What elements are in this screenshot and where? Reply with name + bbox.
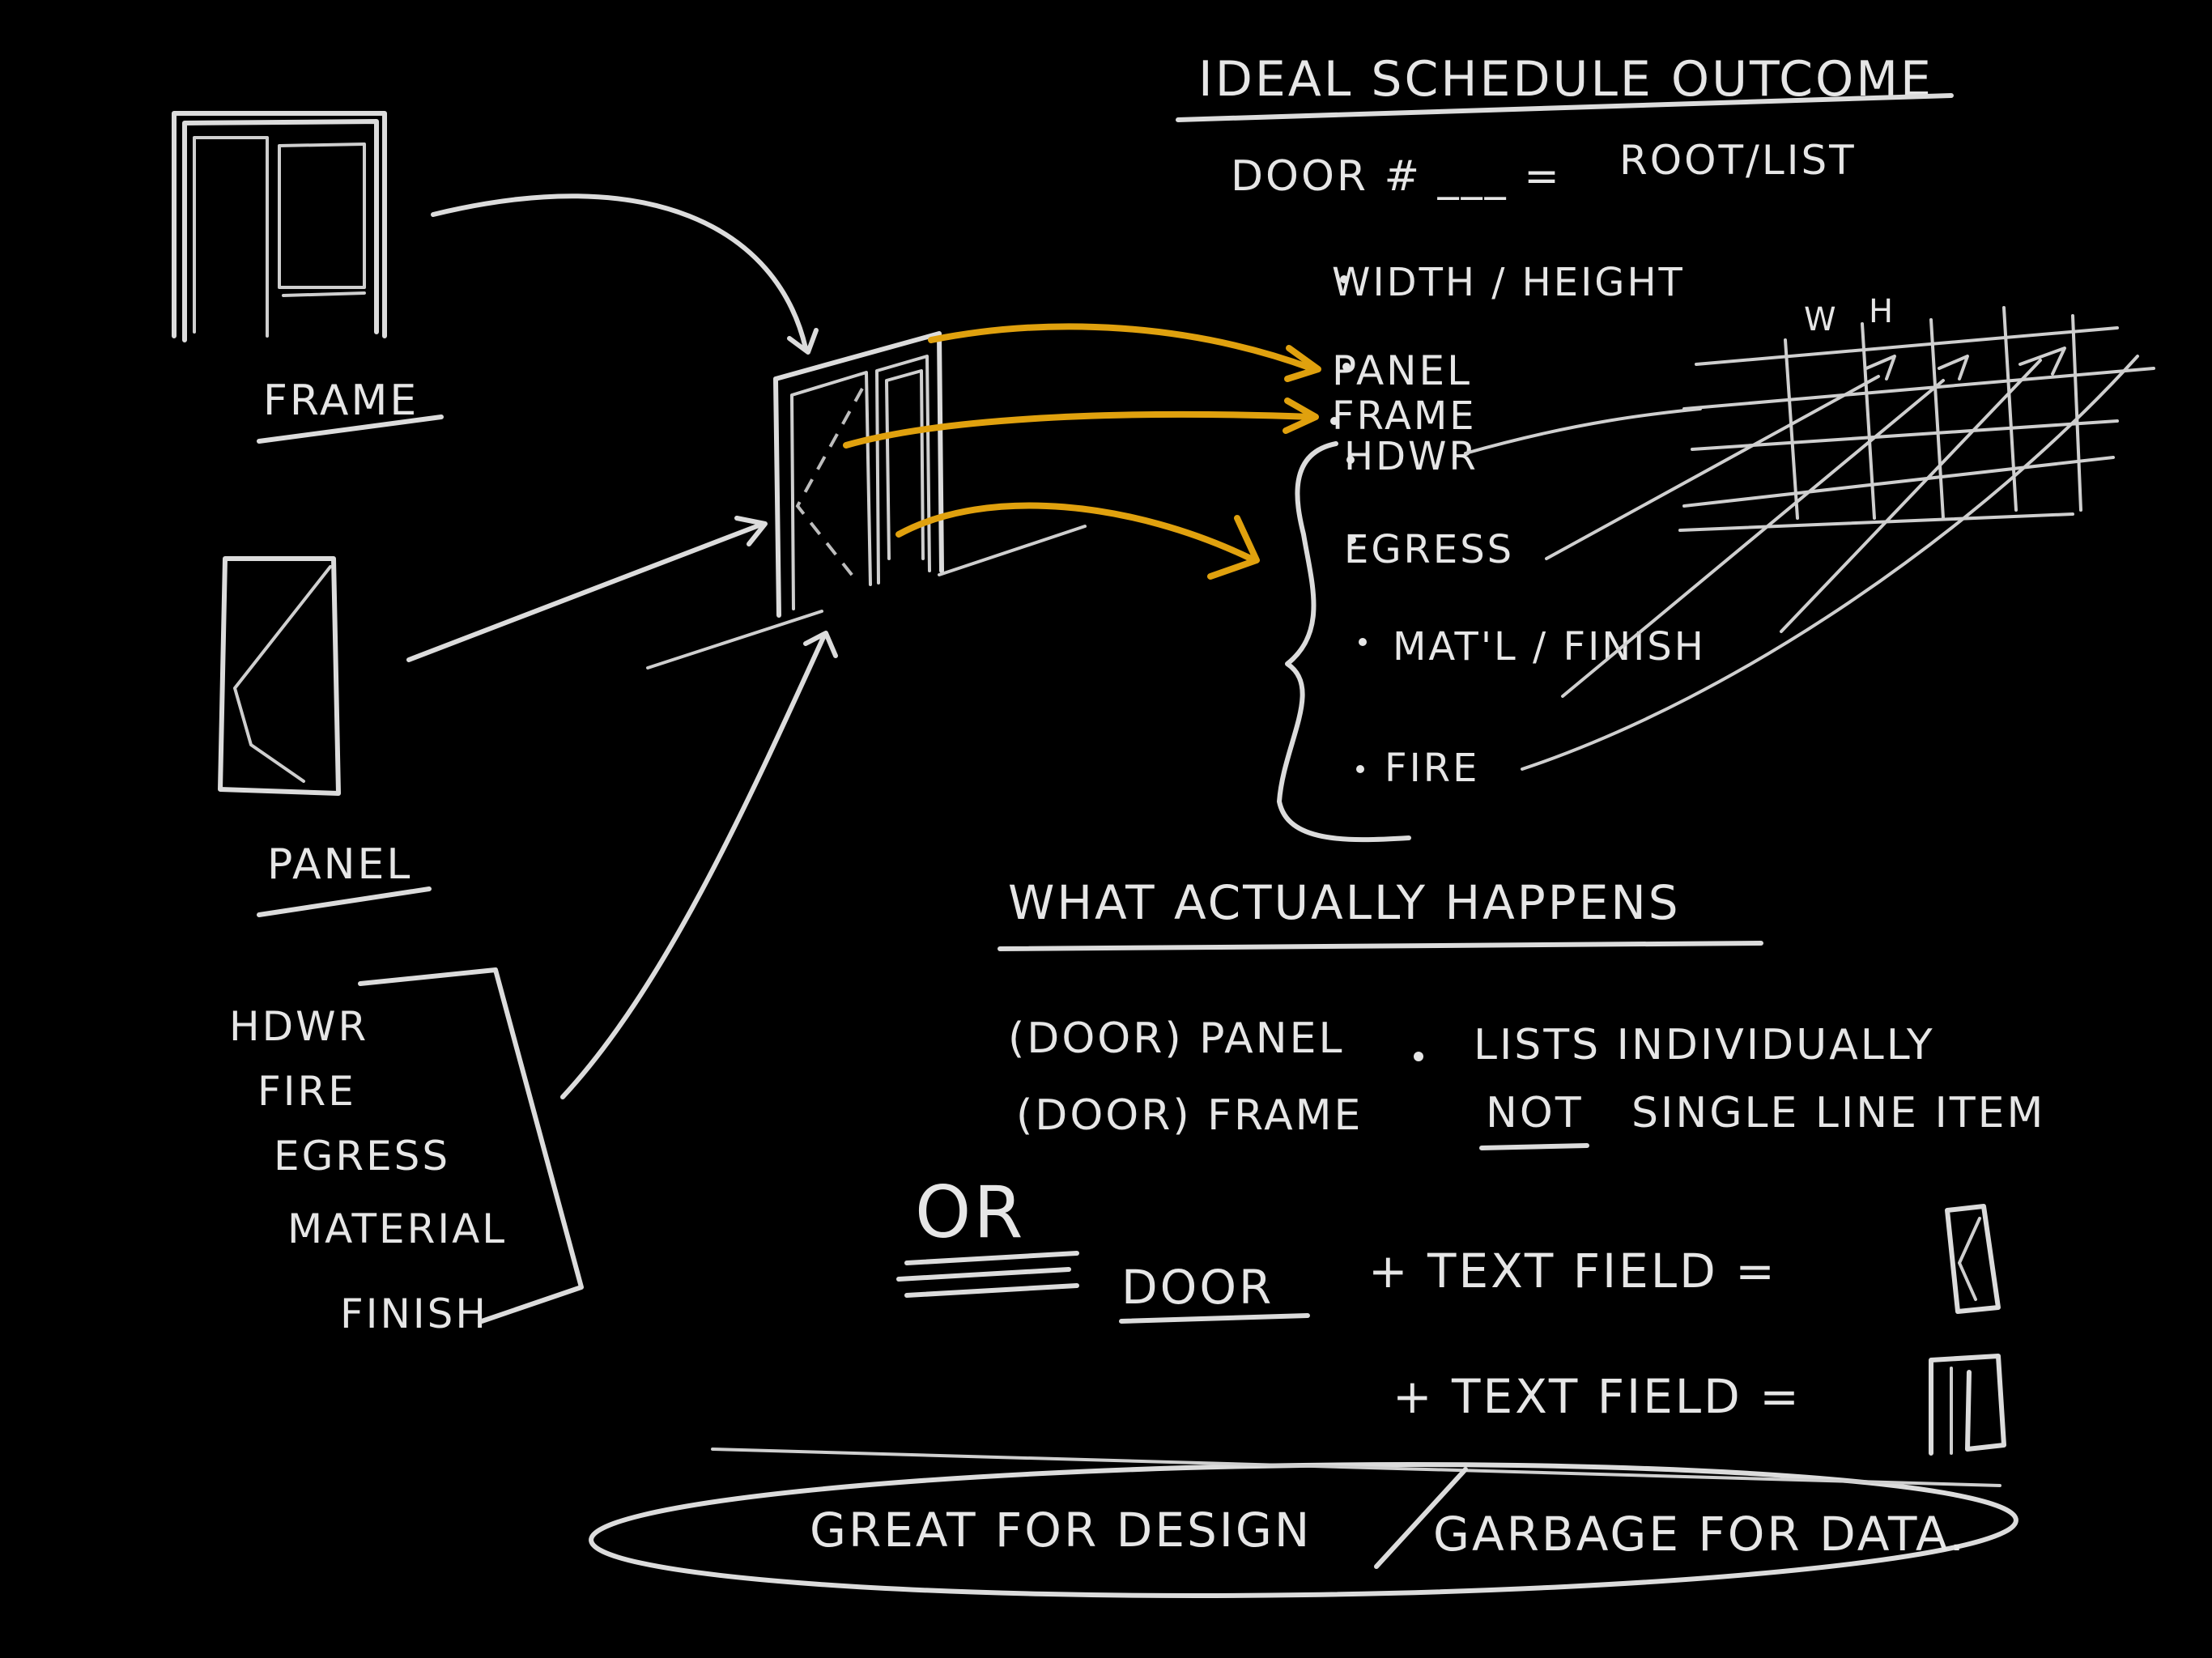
frame-label: FRAME — [263, 376, 419, 425]
frame-result-icon — [1931, 1356, 2004, 1453]
door-number-line: DOOR # ___ = — [1231, 152, 1562, 201]
ideal-item-hdwr: HDWR — [1344, 434, 1478, 479]
list-item-fire: FIRE — [257, 1068, 356, 1115]
text-field-line-2: + TEXT FIELD = — [1393, 1369, 1802, 1424]
actual-line1-right: LISTS INDIVIDUALLY — [1474, 1021, 1935, 1069]
footer-callout: GREAT FOR DESIGN GARBAGE FOR DATA. — [590, 1449, 2017, 1605]
or-label: OR — [915, 1171, 1025, 1254]
actual-line2-not: NOT — [1486, 1089, 1584, 1137]
list-item-egress: EGRESS — [274, 1133, 450, 1180]
actual-title: WHAT ACTUALLY HAPPENS — [1008, 875, 1681, 930]
panel-sketch-icon — [220, 559, 338, 793]
ideal-item-frame: FRAME — [1332, 393, 1477, 439]
grid-header-h: H — [1869, 293, 1895, 330]
ideal-item-matl-finish: MAT'L / FINISH — [1393, 624, 1706, 670]
grid-header-w: W — [1804, 301, 1839, 338]
actual-line2-left: (DOOR) FRAME — [1016, 1091, 1363, 1140]
attribute-list: HDWR FIRE EGRESS MATERIAL FINISH — [229, 970, 581, 1337]
ideal-item-panel: PANEL — [1332, 347, 1472, 394]
schedule-grid: W H — [1465, 293, 2154, 769]
door-sketch-icon — [648, 334, 1085, 668]
list-item-hdwr: HDWR — [229, 1003, 368, 1050]
panel-label: PANEL — [267, 840, 412, 889]
root-list-label: ROOT/LIST — [1619, 137, 1857, 184]
frame-sketch-icon — [174, 113, 385, 340]
list-item-material: MATERIAL — [287, 1205, 507, 1252]
text-field-line-1: + TEXT FIELD = — [1368, 1244, 1777, 1299]
ideal-item-width-height: WIDTH / HEIGHT — [1332, 260, 1685, 305]
ideal-item-list: WIDTH / HEIGHT PANEL FRAME HDWR EGRESS M… — [1279, 260, 1706, 840]
ideal-item-egress: EGRESS — [1344, 527, 1514, 572]
actual-line1-left: (DOOR) PANEL — [1008, 1014, 1344, 1063]
footer-right: GARBAGE FOR DATA. — [1433, 1507, 1967, 1562]
ideal-item-fire: FIRE — [1385, 746, 1479, 791]
door-label: DOOR — [1121, 1260, 1274, 1315]
actual-line2-right: SINGLE LINE ITEM — [1631, 1089, 2045, 1137]
panel-result-icon — [1947, 1206, 1998, 1312]
footer-left: GREAT FOR DESIGN — [810, 1503, 1312, 1558]
list-item-finish: FINISH — [340, 1290, 488, 1337]
